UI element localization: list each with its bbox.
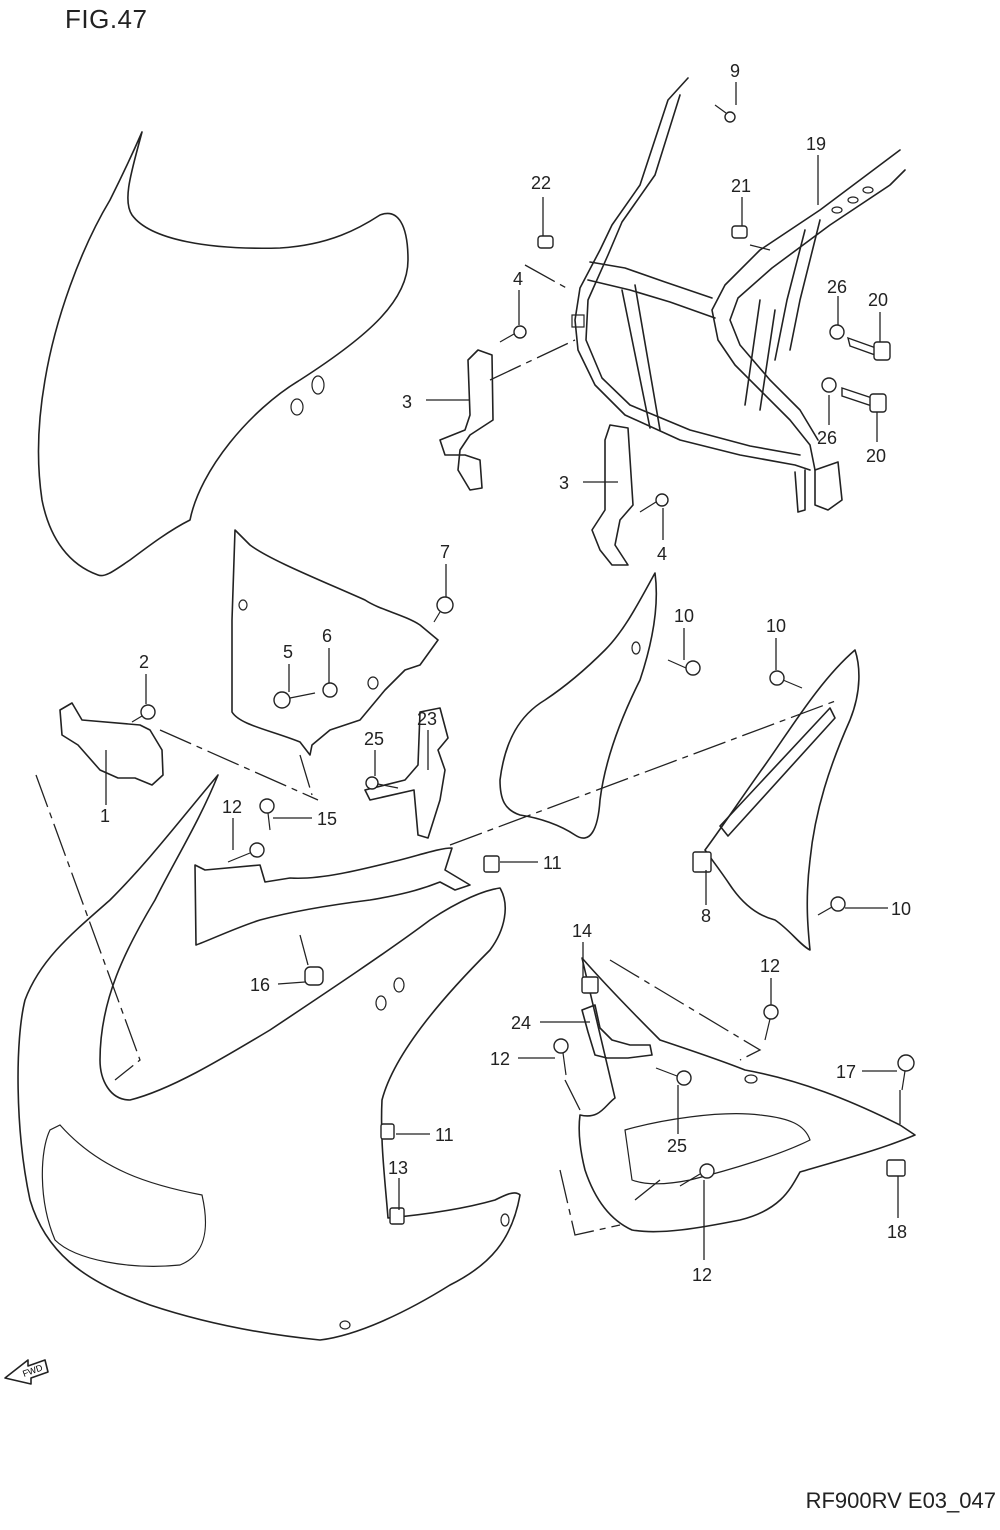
lower-cowl-left [17,774,521,1341]
part-label: 9 [730,61,740,81]
side-cowl-right [704,649,860,951]
stay-brackets [439,349,634,566]
part-label: 26 [817,428,837,448]
air-duct [194,847,471,946]
part-label: 14 [572,921,592,941]
part-label: 25 [667,1136,687,1156]
figure-title: FIG.47 [65,4,148,34]
part-label: 10 [766,616,786,636]
part-label: 24 [511,1013,531,1033]
part-label: 22 [531,173,551,193]
windscreen [37,131,409,577]
part-label: 18 [887,1222,907,1242]
diagram-code: RF900RV E03_047 [805,1488,996,1513]
bracket-24 [581,1004,653,1059]
part-label: 2 [139,652,149,672]
part-label: 6 [322,626,332,646]
part-label: 23 [417,709,437,729]
part-label: 8 [701,906,711,926]
part-label: 16 [250,975,270,995]
part-label: 4 [513,269,523,289]
side-cowl-center [499,572,658,839]
part-label: 1 [100,806,110,826]
part-label: 21 [731,176,751,196]
inner-panel-left [231,529,439,756]
part-label: 5 [283,642,293,662]
part-label: 15 [317,809,337,829]
part-label: 11 [435,1125,454,1145]
part-label: 12 [222,797,242,817]
lower-cowl-right [578,957,916,1233]
part-label: 7 [440,542,450,562]
part-label: 26 [827,277,847,297]
part-label: 12 [760,956,780,976]
part-label: 19 [806,134,826,154]
part-label: 13 [388,1158,408,1178]
part-label: 12 [490,1049,510,1069]
part-label: 11 [543,853,562,873]
part-label: 10 [891,899,911,919]
part-label: 3 [402,392,412,412]
part-label: 25 [364,729,384,749]
forward-arrow-icon: FWD [4,1359,49,1385]
bracket-23 [364,707,449,839]
part-label: 10 [674,606,694,626]
part-label: 3 [559,473,569,493]
leader-lines [105,82,899,1260]
part-label: 20 [868,290,888,310]
bracket-1 [59,702,164,786]
fairing-bracket [571,77,906,513]
part-label: 4 [657,544,667,564]
assembly-lines [35,244,901,1236]
part-label: 20 [866,446,886,466]
part-label: 17 [836,1062,856,1082]
fasteners [131,104,915,1225]
part-labels: 1 2 3 3 4 4 5 6 7 8 9 10 10 10 11 11 12 … [100,61,911,1285]
part-label: 12 [692,1265,712,1285]
